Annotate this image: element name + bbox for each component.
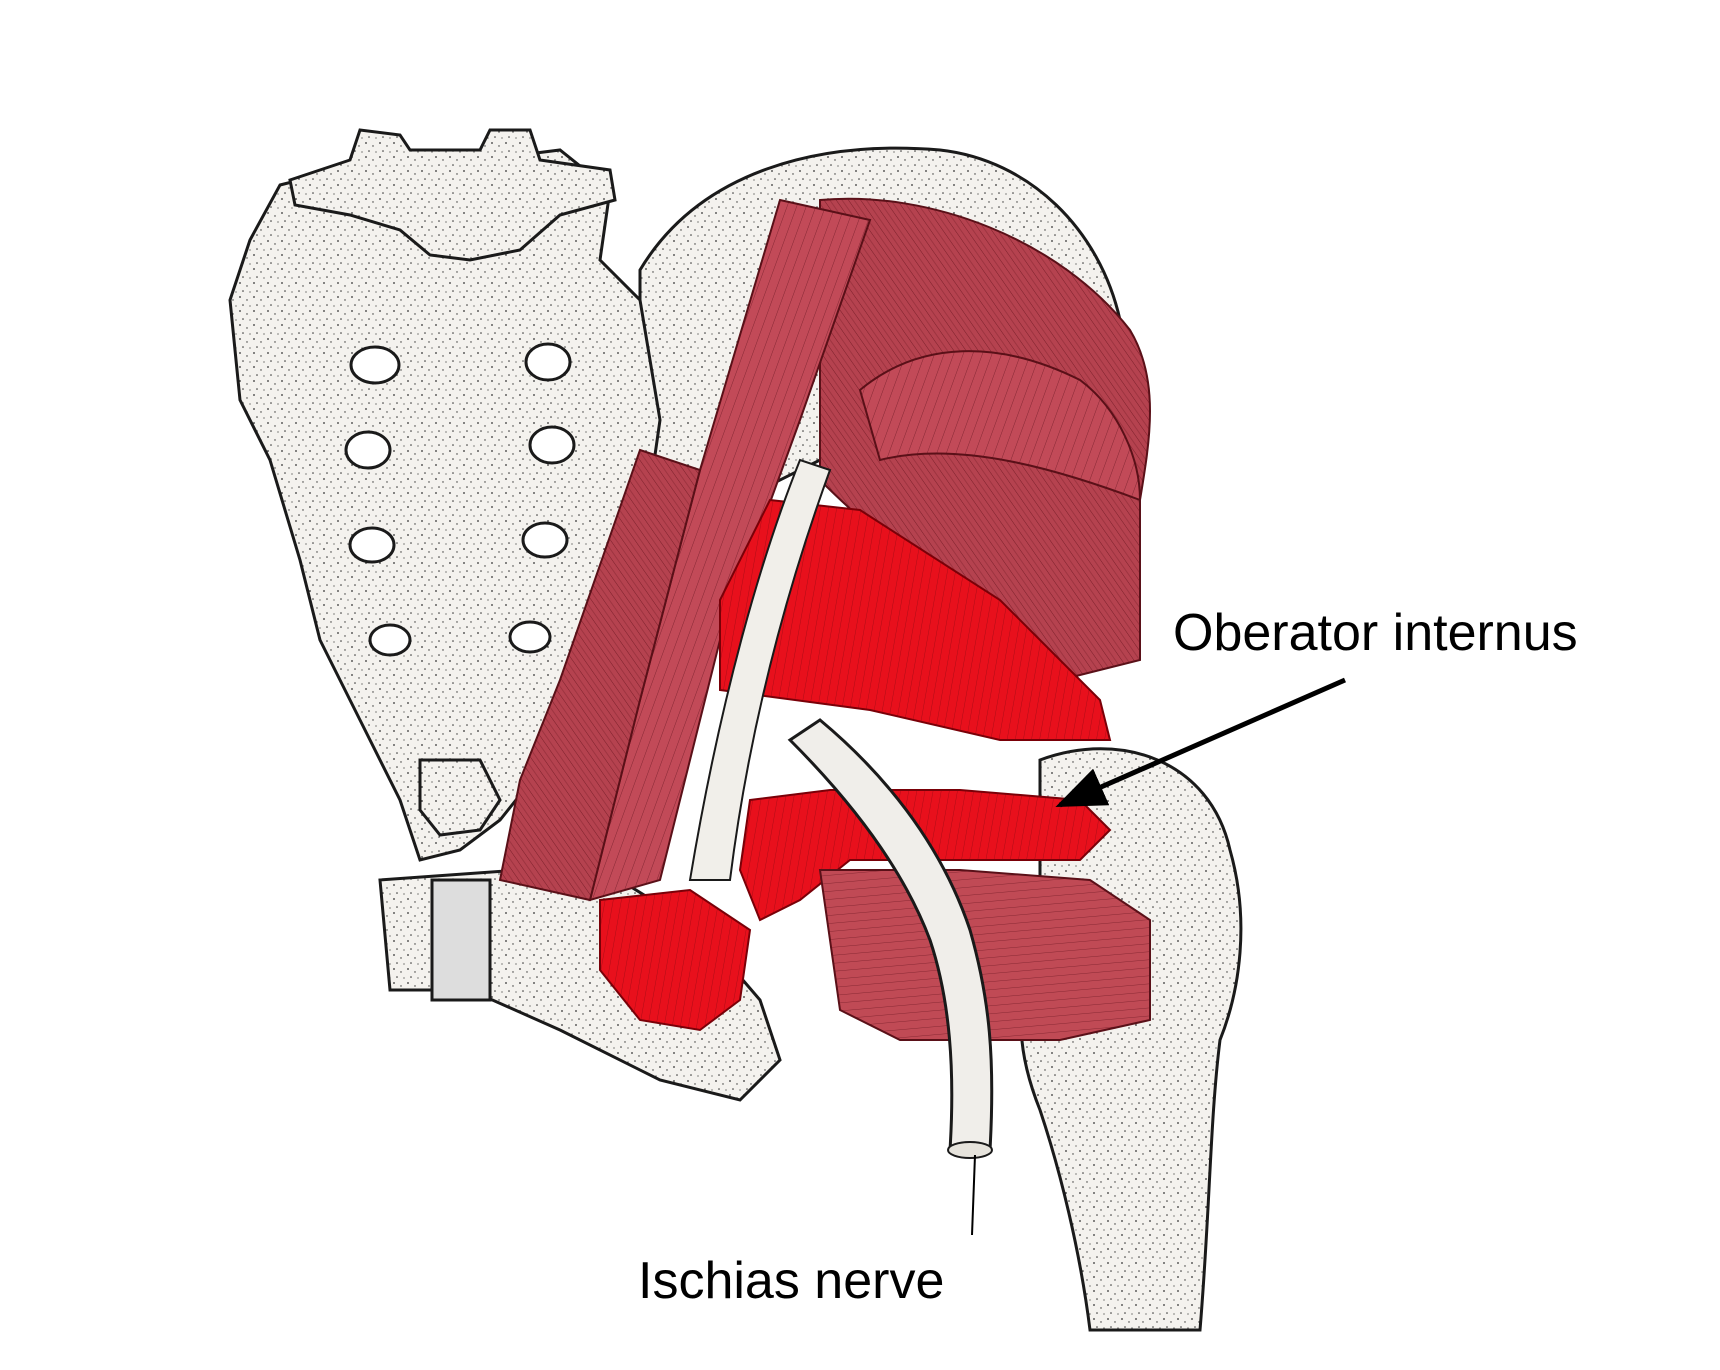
coccyx-bone bbox=[418, 758, 502, 837]
quadratus-femoris-muscle bbox=[818, 869, 1151, 1041]
hamstring-origin-muscle bbox=[599, 888, 752, 1032]
label-obturator-internus: Oberator internus bbox=[1173, 604, 1578, 662]
gluteus-minimus-muscle bbox=[858, 350, 1142, 502]
sacrotuberous-ligament bbox=[688, 458, 832, 881]
pubic-ring bbox=[430, 878, 492, 1002]
ischias-leader-line bbox=[971, 1154, 976, 1236]
label-ischias-nerve: Ischias nerve bbox=[638, 1252, 945, 1310]
sacral-foramina bbox=[344, 342, 576, 657]
gluteus-maximus-origin bbox=[498, 448, 702, 902]
sciatic-nerve-cut-end bbox=[947, 1141, 993, 1159]
obturator-arrow bbox=[1055, 677, 1347, 808]
lumbar-vertebra bbox=[288, 128, 617, 262]
piriformis-muscle bbox=[719, 498, 1112, 741]
